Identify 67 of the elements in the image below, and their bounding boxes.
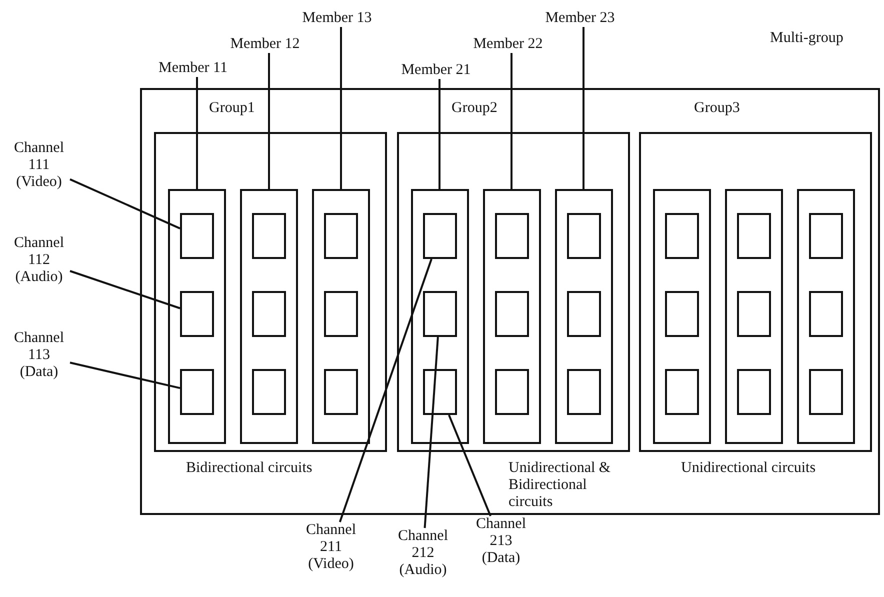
leader-line xyxy=(70,178,180,230)
leader-line xyxy=(268,53,270,190)
member-box xyxy=(410,189,468,444)
channel-box xyxy=(180,369,214,415)
circuit-type-note: Unidirectional & Bidirectional circuits xyxy=(508,460,612,511)
channel-box xyxy=(324,291,358,337)
channel-label: Channel 111 (Video) xyxy=(8,140,70,191)
channel-box xyxy=(494,369,528,415)
channel-box xyxy=(252,213,286,259)
leader-line xyxy=(196,77,198,190)
leader-line xyxy=(510,53,512,190)
member-label: Member 11 xyxy=(156,60,230,77)
channel-label: Channel 113 (Data) xyxy=(8,330,70,381)
leader-line xyxy=(338,258,432,522)
channel-label: Channel 211 (Video) xyxy=(300,522,362,573)
channel-box xyxy=(737,213,771,259)
circuit-type-note: Bidirectional circuits xyxy=(186,460,314,477)
channel-box xyxy=(665,369,699,415)
member-label: Member 12 xyxy=(228,36,302,53)
channel-box xyxy=(324,213,358,259)
leader-line xyxy=(70,362,180,390)
group-title: Group2 xyxy=(452,100,498,117)
member-box xyxy=(482,189,540,444)
channel-box xyxy=(252,369,286,415)
multi-group-title: Multi-group xyxy=(770,30,844,47)
member-box xyxy=(168,189,226,444)
channel-box xyxy=(737,291,771,337)
channel-label: Channel 213 (Data) xyxy=(470,516,532,567)
leader-line xyxy=(582,27,584,190)
channel-label: Channel 112 (Audio) xyxy=(8,235,70,286)
member-box xyxy=(653,189,711,444)
leader-line xyxy=(70,270,180,310)
channel-box xyxy=(494,213,528,259)
member-box xyxy=(725,189,783,444)
channel-box xyxy=(252,291,286,337)
leader-line xyxy=(340,27,342,190)
member-box xyxy=(797,189,855,444)
channel-box xyxy=(180,291,214,337)
circuit-type-note: Unidirectional circuits xyxy=(681,460,817,477)
group-title: Group3 xyxy=(694,100,740,117)
channel-box xyxy=(737,369,771,415)
channel-box xyxy=(809,291,843,337)
channel-label: Channel 212 (Audio) xyxy=(392,528,454,579)
member-box xyxy=(312,189,370,444)
channel-box xyxy=(180,213,214,259)
leader-line xyxy=(424,336,439,528)
member-label: Member 23 xyxy=(543,10,617,27)
channel-box xyxy=(422,369,456,415)
channel-box xyxy=(422,213,456,259)
channel-box xyxy=(665,213,699,259)
channel-box xyxy=(809,369,843,415)
channel-box xyxy=(494,291,528,337)
leader-line xyxy=(438,79,440,190)
member-box xyxy=(554,189,612,444)
channel-box xyxy=(665,291,699,337)
member-label: Member 22 xyxy=(471,36,545,53)
channel-box xyxy=(566,369,600,415)
leader-line xyxy=(448,414,492,516)
member-label: Member 21 xyxy=(399,62,473,79)
channel-box xyxy=(566,291,600,337)
channel-box xyxy=(324,369,358,415)
channel-box xyxy=(566,213,600,259)
member-label: Member 13 xyxy=(300,10,374,27)
member-box xyxy=(240,189,298,444)
channel-box xyxy=(422,291,456,337)
group-title: Group1 xyxy=(209,100,255,117)
channel-box xyxy=(809,213,843,259)
